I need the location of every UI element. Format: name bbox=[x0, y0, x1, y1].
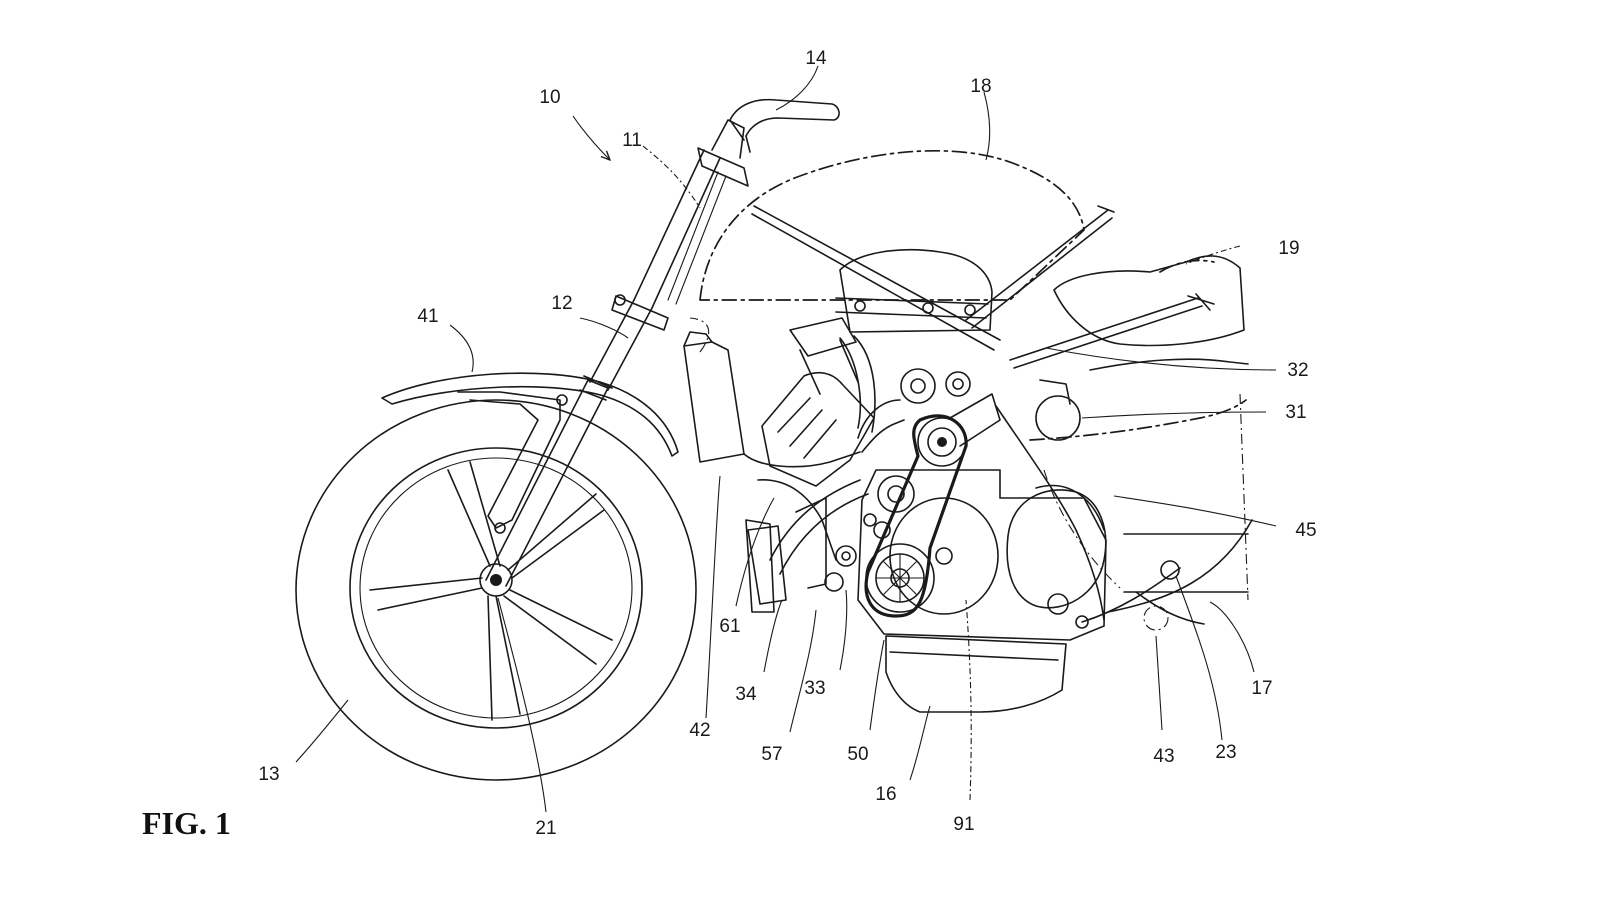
reference-numeral-42: 42 bbox=[689, 720, 710, 741]
reference-numeral-13: 13 bbox=[258, 764, 279, 785]
leader-lines bbox=[295, 65, 1277, 813]
main-frame bbox=[751, 205, 1253, 625]
reference-numeral-21: 21 bbox=[535, 818, 556, 839]
belt-drive bbox=[835, 368, 1001, 618]
reference-numeral-61: 61 bbox=[719, 616, 740, 637]
reference-numeral-43: 43 bbox=[1153, 746, 1174, 767]
reference-numeral-10: 10 bbox=[539, 87, 560, 108]
reference-numeral-32: 32 bbox=[1287, 360, 1308, 381]
seat bbox=[1053, 255, 1245, 347]
reference-numeral-50: 50 bbox=[847, 744, 868, 765]
front-wheel bbox=[295, 399, 697, 781]
reference-numeral-33: 33 bbox=[804, 678, 825, 699]
reference-numeral-14: 14 bbox=[805, 48, 827, 69]
reference-numeral-41: 41 bbox=[417, 306, 438, 327]
wheel-spokes bbox=[369, 461, 613, 721]
reference-numeral-17: 17 bbox=[1251, 678, 1272, 699]
reference-numeral-19: 19 bbox=[1278, 238, 1299, 259]
reference-numeral-23: 23 bbox=[1215, 742, 1236, 763]
front-fork bbox=[485, 119, 749, 587]
reference-numeral-45: 45 bbox=[1295, 520, 1316, 541]
radiator bbox=[683, 317, 745, 463]
reference-numeral-31: 31 bbox=[1285, 402, 1306, 423]
reference-numeral-91: 91 bbox=[953, 814, 974, 835]
reference-numeral-16: 16 bbox=[875, 784, 896, 805]
reference-numeral-12: 12 bbox=[551, 293, 572, 314]
reference-numeral-18: 18 bbox=[970, 76, 991, 97]
reference-numeral-34: 34 bbox=[735, 684, 757, 705]
figure-caption: FIG. 1 bbox=[142, 805, 231, 841]
reference-numeral-labels: 10 11 12 13 14 16 17 18 19 21 23 31 32 33 34 41 42 43 45 50… bbox=[258, 48, 1316, 839]
reference-numeral-11: 11 bbox=[622, 130, 642, 151]
handlebar bbox=[729, 98, 840, 153]
front-fender bbox=[381, 372, 679, 534]
engine-v-twin bbox=[761, 248, 1107, 713]
fuel-tank-outline bbox=[699, 150, 1085, 301]
reference-numeral-57: 57 bbox=[761, 744, 782, 765]
